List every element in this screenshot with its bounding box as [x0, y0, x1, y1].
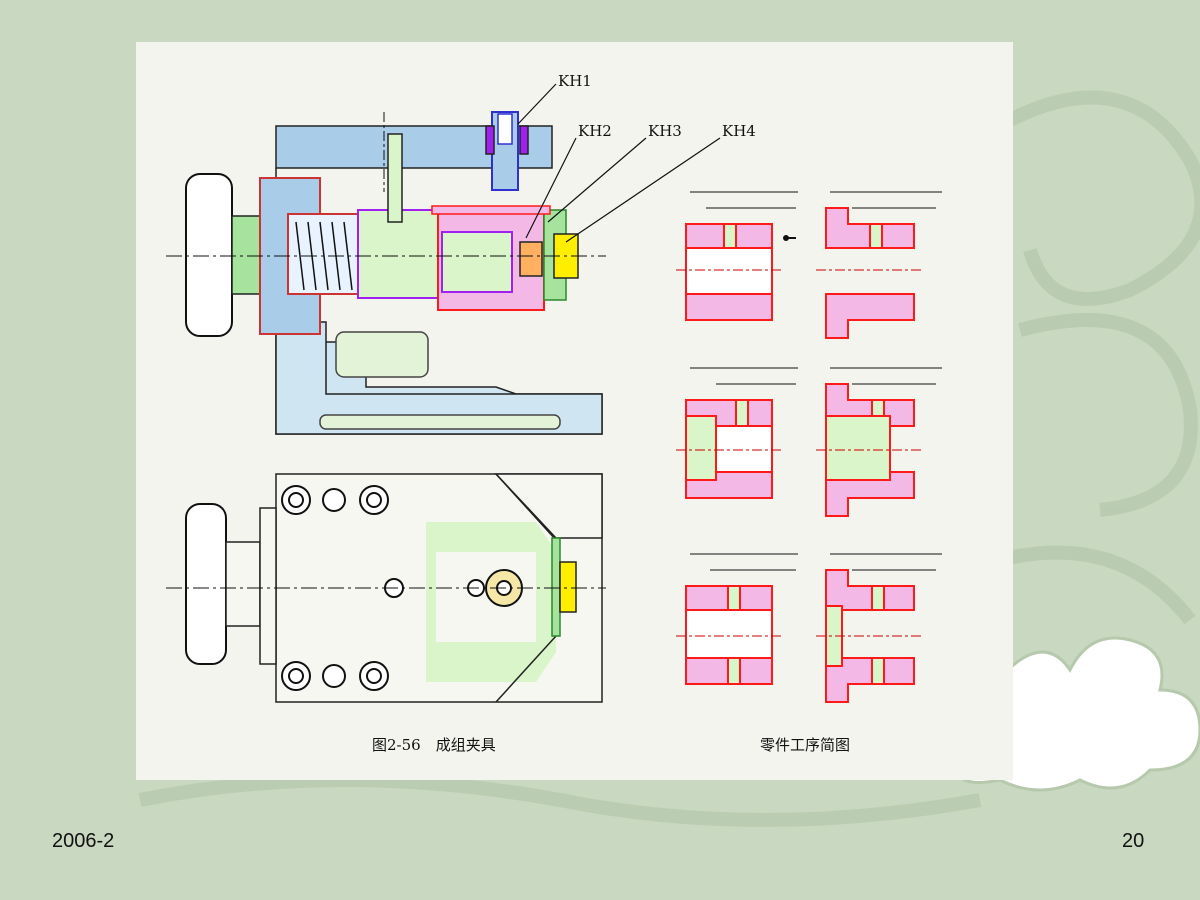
- part-sketches: [676, 191, 942, 703]
- label-kh1: KH1: [558, 72, 592, 90]
- sketch-6: [816, 553, 942, 703]
- label-kh3: KH3: [648, 122, 682, 140]
- kh1-bolt: [491, 111, 519, 191]
- sketch-1: [676, 191, 798, 321]
- label-kh2: KH2: [578, 122, 612, 140]
- plan-yellow-block: [559, 561, 577, 613]
- label-kh4: KH4: [722, 122, 756, 140]
- page-number: 20: [1122, 830, 1145, 852]
- figure-panel: KH1 KH2 KH3 KH4: [136, 42, 1013, 780]
- sketch-4: [816, 367, 942, 517]
- plan-view: [166, 473, 606, 703]
- sketch-5: [676, 553, 798, 685]
- fixture-drawing: KH1 KH2 KH3 KH4: [166, 72, 942, 754]
- sketch-3: [676, 367, 798, 499]
- caption-fixture: 图2-56 成组夹具: [372, 736, 496, 754]
- sketch-2: [816, 191, 942, 339]
- knob: [185, 173, 233, 337]
- leader-lines: [517, 83, 721, 243]
- section-view: [166, 111, 606, 435]
- footer-date: 2006-2: [52, 830, 115, 852]
- caption-process-sketch: 零件工序简图: [760, 736, 850, 754]
- workpiece: [357, 209, 439, 299]
